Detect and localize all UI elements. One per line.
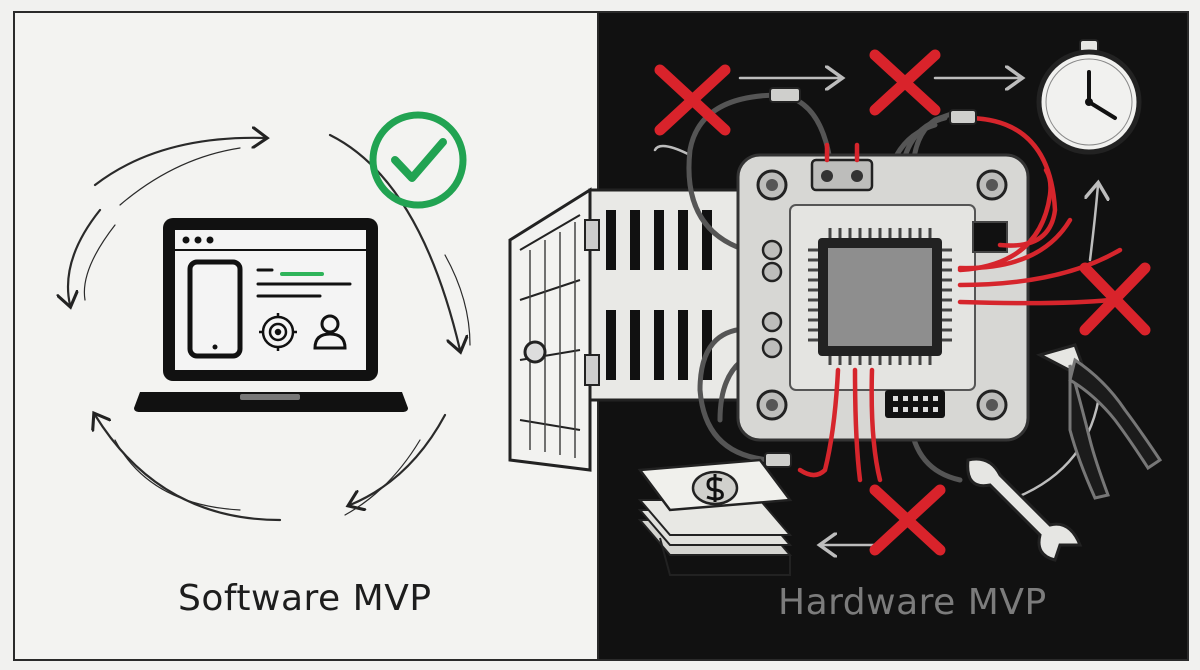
pliers-icon: [1035, 343, 1163, 500]
stopwatch-icon: [1036, 39, 1142, 155]
money-stack-icon: [637, 458, 793, 576]
cross-icon: [654, 49, 1151, 556]
hardware-panel: [508, 12, 1188, 660]
check-icon: [369, 111, 467, 209]
cross-mark: [654, 64, 731, 136]
phone-icon: [187, 259, 243, 359]
gate-icon: [508, 187, 740, 472]
wire-connectors: [764, 87, 977, 468]
software-mvp-caption: Software MVP: [178, 578, 432, 619]
outer-frame: [13, 11, 1189, 661]
wrench-icon: [966, 457, 1083, 562]
gray-arrows: [653, 78, 1100, 545]
cycle-arrows-icon: [68, 135, 471, 522]
cross-mark: [1079, 262, 1151, 336]
dollar-icon: [691, 470, 739, 506]
cross-mark: [869, 484, 946, 556]
red-wires: [797, 115, 1123, 483]
content-lines: [256, 268, 352, 298]
user-icon: [313, 314, 347, 350]
gear-icon: [259, 313, 297, 351]
software-panel: [13, 11, 599, 661]
cross-mark: [869, 49, 941, 116]
small-chip-icon: [972, 221, 1008, 253]
hardware-mvp-caption: Hardware MVP: [778, 582, 1047, 623]
microchip-icon: [808, 228, 952, 365]
